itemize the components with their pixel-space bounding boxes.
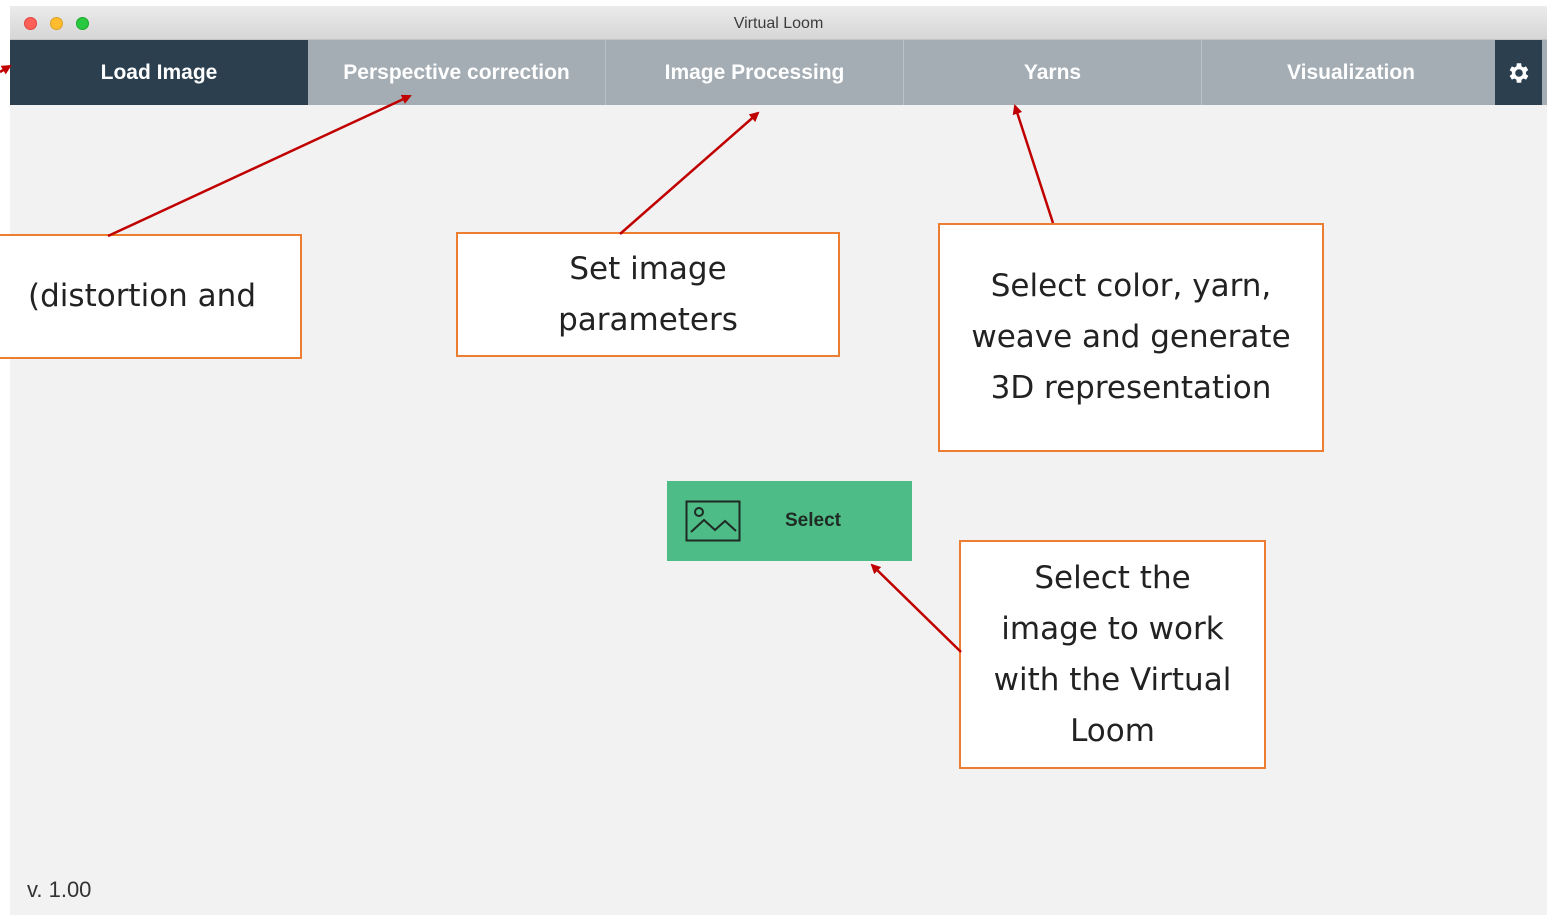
tab-image-processing[interactable]: Image Processing [606, 40, 904, 105]
close-window-button[interactable] [24, 17, 37, 30]
callout-perspective-text: (distortion and [28, 278, 256, 314]
tab-perspective-correction[interactable]: Perspective correction [308, 40, 606, 105]
gear-icon [1509, 62, 1528, 83]
app-window: Virtual Loom Load Image Perspective corr… [10, 6, 1547, 915]
tab-bar: Load Image Perspective correction Image … [10, 40, 1547, 105]
window-title: Virtual Loom [733, 15, 824, 32]
arrow-load-image [0, 64, 12, 75]
tab-load-image[interactable]: Load Image [10, 40, 308, 105]
select-button-label: Select [785, 510, 841, 531]
tab-visualization[interactable]: Visualization [1287, 61, 1415, 84]
callout-perspective: (distortion and [0, 234, 302, 359]
tab-yarns[interactable]: Yarns [904, 40, 1202, 105]
select-image-button[interactable]: Select [667, 481, 912, 561]
callout-image-processing-text: Set image parameters [558, 250, 738, 338]
callout-yarns-text: Select color, yarn, weave and generate 3… [971, 268, 1291, 406]
version-label: v. 1.00 [27, 877, 92, 902]
settings-button[interactable] [1495, 40, 1542, 105]
image-icon [685, 500, 741, 542]
callout-image-processing: Set image parameters [456, 232, 840, 357]
callout-select-text: Select the image to work with the Virtua… [993, 559, 1232, 749]
minimize-window-button[interactable] [50, 17, 63, 30]
callout-yarns: Select color, yarn, weave and generate 3… [938, 223, 1324, 452]
callout-select: Select the image to work with the Virtua… [959, 540, 1266, 769]
title-bar[interactable]: Virtual Loom [10, 6, 1547, 40]
zoom-window-button[interactable] [76, 17, 89, 30]
